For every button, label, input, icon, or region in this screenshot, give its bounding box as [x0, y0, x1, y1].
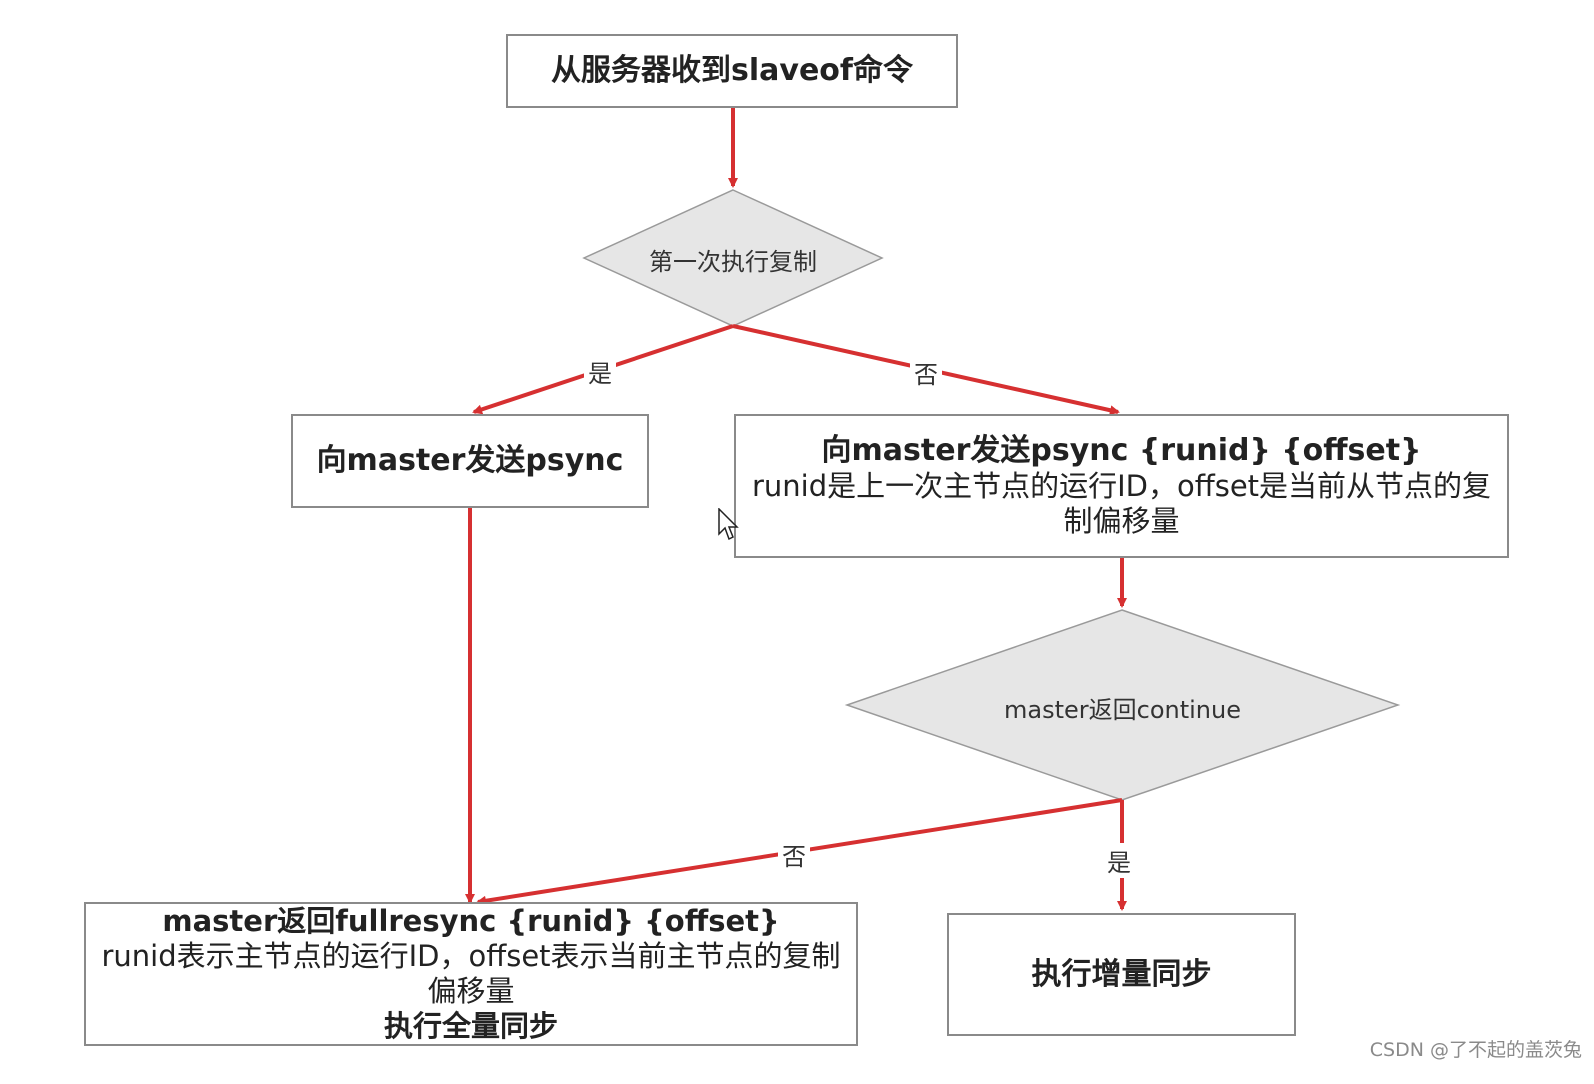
decision-first-time-label: 第一次执行复制 [649, 248, 817, 276]
send-psync-label: 向master发送psync [316, 443, 624, 478]
fullresync-action: 执行全量同步 [383, 1009, 558, 1043]
fullresync-desc: runid表示主节点的运行ID，offset表示当前主节点的复制偏移量 [101, 939, 841, 1008]
send-psync-full-desc: runid是上一次主节点的运行ID，offset是当前从节点的复制偏移量 [751, 469, 1492, 538]
watermark: CSDN @了不起的盖茨兔 [1369, 1039, 1582, 1061]
start-node: 从服务器收到slaveof命令 [506, 34, 958, 108]
edge-label-first-no: 否 [910, 355, 942, 390]
mouse-cursor-icon [718, 508, 739, 541]
fullresync-node: master返回fullresync {runid} {offset} runi… [84, 902, 858, 1046]
send-psync-full-title: 向master发送psync {runid} {offset} [821, 433, 1422, 468]
incremental-sync-label: 执行增量同步 [1031, 956, 1212, 992]
send-psync-node: 向master发送psync [291, 414, 649, 508]
fullresync-title: master返回fullresync {runid} {offset} [162, 904, 780, 938]
edge-label-first-yes: 是 [584, 354, 616, 389]
send-psync-full-node: 向master发送psync {runid} {offset} runid是上一… [734, 414, 1509, 558]
edge-label-continue-yes: 是 [1103, 843, 1135, 878]
incremental-sync-node: 执行增量同步 [947, 913, 1296, 1036]
decision-master-continue-label: master返回continue [1004, 696, 1241, 724]
start-node-label: 从服务器收到slaveof命令 [551, 53, 913, 88]
edge-label-continue-no: 否 [778, 837, 810, 872]
